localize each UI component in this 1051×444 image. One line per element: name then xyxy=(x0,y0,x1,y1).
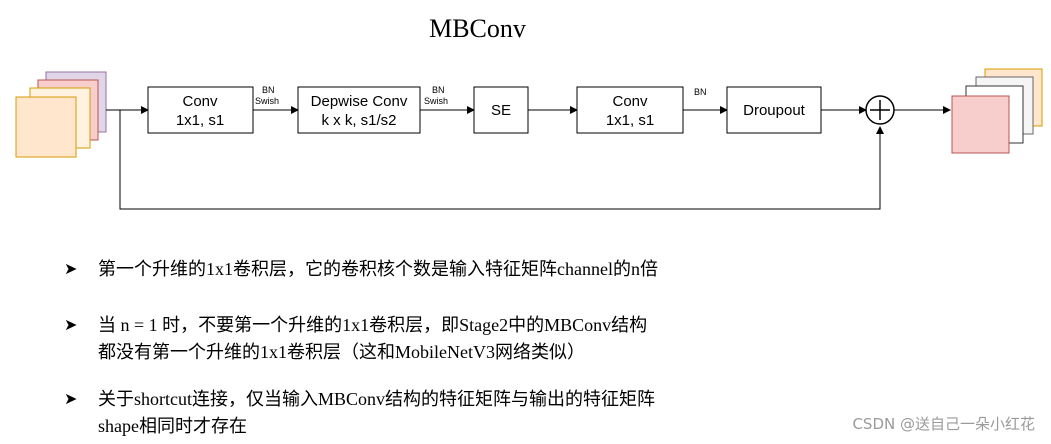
conv1-label-line2: 1x1, s1 xyxy=(176,112,224,129)
conv1-block: Conv 1x1, s1 xyxy=(147,86,254,134)
bullet-text: 当 n = 1 时，不要第一个升维的1x1卷积层，即Stage2中的MBConv… xyxy=(98,312,818,366)
arrow1-bn-label: BN xyxy=(262,85,275,95)
bullet-line: shape相同时才存在 xyxy=(98,416,247,436)
bullet-arrow-icon: ➤ xyxy=(64,391,78,408)
bullet-line: 都没有第一个升维的1x1卷积层（这和MobileNetV3网络类似） xyxy=(98,342,585,362)
arrow1-swish-label: Swish xyxy=(255,96,279,106)
dwconv-label-line1: Depwise Conv xyxy=(311,93,408,110)
conv1-label-line1: Conv xyxy=(182,93,218,110)
mbconv-diagram: Conv 1x1, s1 Depwise Conv k x k, s1/s2 S… xyxy=(15,68,1043,210)
bullet-arrow-icon: ➤ xyxy=(64,317,78,334)
conv2-label-line2: 1x1, s1 xyxy=(606,112,654,129)
bullet-text: 第一个升维的1x1卷积层，它的卷积核个数是输入特征矩阵channel的n倍 xyxy=(98,256,818,283)
bullet-arrow-icon: ➤ xyxy=(64,261,78,278)
conv2-label-line1: Conv xyxy=(612,93,648,110)
bullet-line: 第一个升维的1x1卷积层，它的卷积核个数是输入特征矩阵channel的n倍 xyxy=(98,259,658,279)
output-map-front xyxy=(951,95,1010,154)
bullet-line: 关于shortcut连接，仅当输入MBConv结构的特征矩阵与输出的特征矩阵 xyxy=(98,389,656,409)
se-block: SE xyxy=(473,86,529,134)
shortcut-connection xyxy=(119,110,884,210)
conv2-block: Conv 1x1, s1 xyxy=(576,86,684,134)
dwconv-block: Depwise Conv k x k, s1/s2 xyxy=(297,86,421,134)
output-feature-maps xyxy=(951,68,1043,154)
arrow2-bn-label: BN xyxy=(432,85,445,95)
diagram-title: MBConv xyxy=(429,14,526,43)
arrow2-swish-label: Swish xyxy=(424,96,448,106)
dropout-label: Droupout xyxy=(743,102,806,119)
dropout-block: Droupout xyxy=(726,86,822,134)
bullet-line: 当 n = 1 时，不要第一个升维的1x1卷积层，即Stage2中的MBConv… xyxy=(98,315,648,335)
bullet-text: 关于shortcut连接，仅当输入MBConv结构的特征矩阵与输出的特征矩阵 s… xyxy=(98,386,818,440)
input-map-front xyxy=(15,96,77,158)
watermark: CSDN @送自己一朵小红花 xyxy=(852,415,1035,433)
input-feature-maps xyxy=(15,71,107,158)
se-label: SE xyxy=(491,102,511,119)
dwconv-label-line2: k x k, s1/s2 xyxy=(321,112,396,129)
arrow3-bn-label: BN xyxy=(694,87,707,97)
add-node xyxy=(865,95,895,125)
